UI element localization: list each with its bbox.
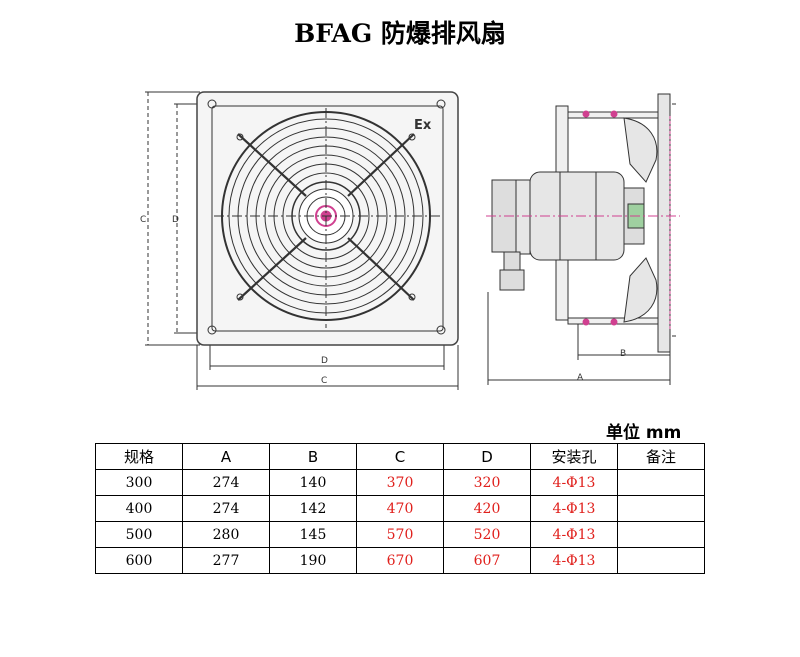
cell-d: 607 bbox=[443, 547, 531, 574]
cell-spec: 600 bbox=[95, 547, 183, 574]
header-c: C bbox=[356, 443, 444, 470]
cell-b: 190 bbox=[269, 547, 357, 574]
fan-drawing: Ex C D D C B bbox=[140, 91, 680, 390]
header-remarks: 备注 bbox=[617, 443, 705, 470]
dim-label-b: B bbox=[620, 349, 626, 359]
page-title: BFAG 防爆排风扇 bbox=[294, 19, 506, 48]
cell-b: 145 bbox=[269, 521, 357, 548]
cell-c: 370 bbox=[356, 469, 444, 496]
cell-c: 570 bbox=[356, 521, 444, 548]
header-spec: 规格 bbox=[95, 443, 183, 470]
side-view bbox=[486, 93, 680, 385]
cell-spec: 400 bbox=[95, 495, 183, 522]
cell-mounting-hole: 4-Φ13 bbox=[530, 469, 618, 496]
cell-a: 277 bbox=[182, 547, 270, 574]
spec-table: 规格 A B C D 安装孔 备注 300 274 140 370 320 4-… bbox=[95, 443, 705, 574]
cell-mounting-hole: 4-Φ13 bbox=[530, 547, 618, 574]
dim-label-a: A bbox=[577, 373, 584, 383]
cell-mounting-hole: 4-Φ13 bbox=[530, 495, 618, 522]
dim-label-c-horizontal: C bbox=[321, 376, 327, 386]
cell-d: 420 bbox=[443, 495, 531, 522]
dim-label-c-vertical: C bbox=[140, 215, 146, 225]
cell-b: 142 bbox=[269, 495, 357, 522]
header-b: B bbox=[269, 443, 357, 470]
ex-mark: Ex bbox=[414, 118, 432, 133]
unit-label: 单位 mm bbox=[606, 423, 682, 443]
cell-spec: 500 bbox=[95, 521, 183, 548]
cell-c: 670 bbox=[356, 547, 444, 574]
cell-a: 274 bbox=[182, 495, 270, 522]
table-header-row: 规格 A B C D 安装孔 备注 bbox=[95, 443, 705, 470]
table-row: 600 277 190 670 607 4-Φ13 bbox=[95, 547, 705, 574]
header-d: D bbox=[443, 443, 531, 470]
cell-d: 320 bbox=[443, 469, 531, 496]
front-view bbox=[145, 91, 459, 390]
cell-remarks bbox=[617, 469, 705, 496]
dim-label-d-vertical: D bbox=[172, 215, 179, 225]
cell-c: 470 bbox=[356, 495, 444, 522]
cell-a: 280 bbox=[182, 521, 270, 548]
dim-label-d-horizontal: D bbox=[321, 356, 328, 366]
cell-spec: 300 bbox=[95, 469, 183, 496]
cell-remarks bbox=[617, 547, 705, 574]
cell-d: 520 bbox=[443, 521, 531, 548]
cell-mounting-hole: 4-Φ13 bbox=[530, 521, 618, 548]
cell-a: 274 bbox=[182, 469, 270, 496]
table-row: 300 274 140 370 320 4-Φ13 bbox=[95, 469, 705, 496]
cell-b: 140 bbox=[269, 469, 357, 496]
cell-remarks bbox=[617, 495, 705, 522]
header-mounting-hole: 安装孔 bbox=[530, 443, 618, 470]
cell-remarks bbox=[617, 521, 705, 548]
header-a: A bbox=[182, 443, 270, 470]
table-row: 400 274 142 470 420 4-Φ13 bbox=[95, 495, 705, 522]
table-row: 500 280 145 570 520 4-Φ13 bbox=[95, 521, 705, 548]
